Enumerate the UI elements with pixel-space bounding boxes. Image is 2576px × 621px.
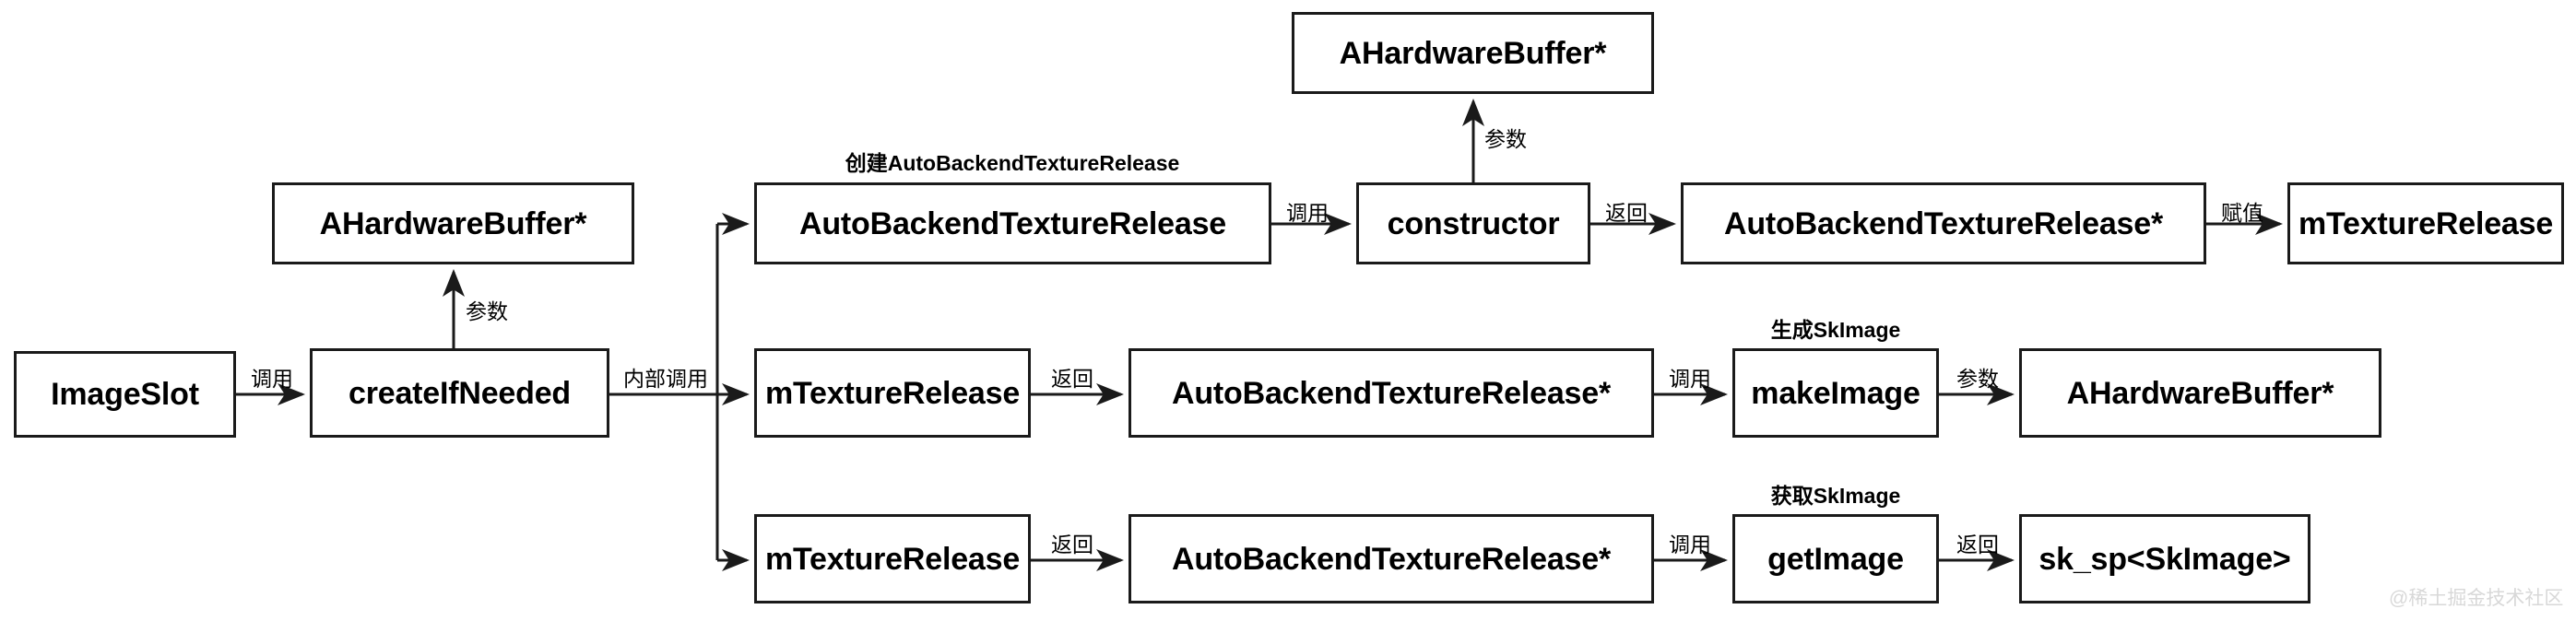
node-mtexturerelease-top[interactable]: mTextureRelease — [2287, 182, 2564, 264]
group-label-create-autobackendtexturerelease: 创建AutoBackendTextureRelease — [845, 151, 1180, 175]
node-autobackendtexturerelease-ptr-mid[interactable]: AutoBackendTextureRelease* — [1128, 348, 1654, 438]
node-constructor[interactable]: constructor — [1356, 182, 1590, 264]
edge-label-return-bot: 返回 — [1051, 533, 1093, 557]
edge-label-param-top: 参数 — [1484, 127, 1527, 151]
node-getimage[interactable]: getImage — [1732, 514, 1939, 603]
node-autobackendtexturerelease-ptr-top[interactable]: AutoBackendTextureRelease* — [1681, 182, 2206, 264]
edge-label-return-constructor: 返回 — [1605, 201, 1648, 225]
node-mtexturerelease-mid[interactable]: mTextureRelease — [754, 348, 1031, 438]
node-makeimage[interactable]: makeImage — [1732, 348, 1939, 438]
edge-label-assign: 赋值 — [2221, 201, 2263, 225]
node-autobackendtexturerelease-ptr-bot[interactable]: AutoBackendTextureRelease* — [1128, 514, 1654, 603]
node-imageslot[interactable]: ImageSlot — [14, 351, 236, 438]
group-label-get-skimage: 获取SkImage — [1770, 484, 1901, 508]
node-ahardwarebuffer-left[interactable]: AHardwareBuffer* — [272, 182, 634, 264]
edge-label-return-mid: 返回 — [1051, 367, 1093, 391]
edge-label-call-getimage: 调用 — [1669, 533, 1711, 557]
node-autobackendtexturerelease[interactable]: AutoBackendTextureRelease — [754, 182, 1271, 264]
edge-label-call-constructor: 调用 — [1286, 201, 1329, 225]
node-createifneeded[interactable]: createIfNeeded — [310, 348, 609, 438]
edge-label-call-imageslot: 调用 — [251, 367, 293, 391]
node-sk-sp-skimage[interactable]: sk_sp<SkImage> — [2019, 514, 2310, 603]
edge-label-param-mid: 参数 — [1956, 367, 1999, 391]
node-mtexturerelease-bot[interactable]: mTextureRelease — [754, 514, 1031, 603]
watermark: @稀土掘金技术社区 — [2389, 588, 2564, 609]
edge-label-inner-call: 内部调用 — [623, 367, 708, 391]
edge-label-return-sksp: 返回 — [1956, 533, 1999, 557]
group-label-generate-skimage: 生成SkImage — [1770, 318, 1901, 342]
edge-label-call-makeimage: 调用 — [1669, 367, 1711, 391]
node-ahardwarebuffer-mid[interactable]: AHardwareBuffer* — [2019, 348, 2381, 438]
edge-label-param-left: 参数 — [466, 299, 508, 323]
node-ahardwarebuffer-top[interactable]: AHardwareBuffer* — [1292, 12, 1654, 94]
